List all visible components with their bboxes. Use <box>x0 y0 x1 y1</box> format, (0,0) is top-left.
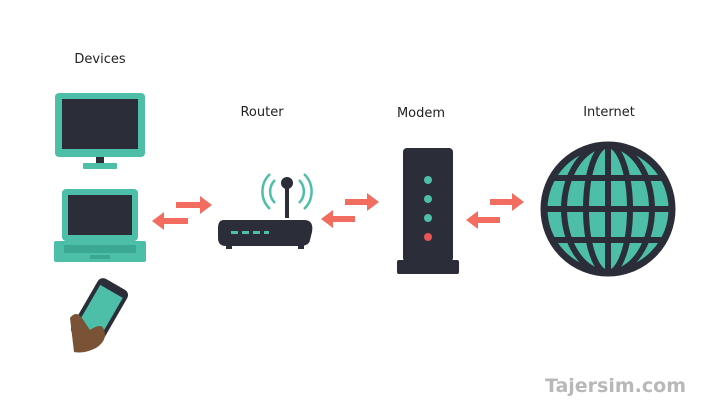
bidirectional-arrow-icon <box>466 193 524 229</box>
modem-icon <box>397 148 459 274</box>
watermark: Tajersim.com <box>544 375 686 397</box>
internet-label: Internet <box>583 105 635 120</box>
smartphone-icon <box>70 278 129 353</box>
modem-label: Modem <box>396 106 446 121</box>
router-label: Router <box>240 105 284 120</box>
bidirectional-arrow-icon <box>321 193 379 228</box>
devices-label: Devices <box>74 52 126 67</box>
monitor-icon <box>55 93 145 169</box>
globe-icon <box>540 141 676 277</box>
bidirectional-arrow-icon <box>152 196 212 230</box>
laptop-icon <box>54 189 146 262</box>
router-icon <box>218 173 313 249</box>
